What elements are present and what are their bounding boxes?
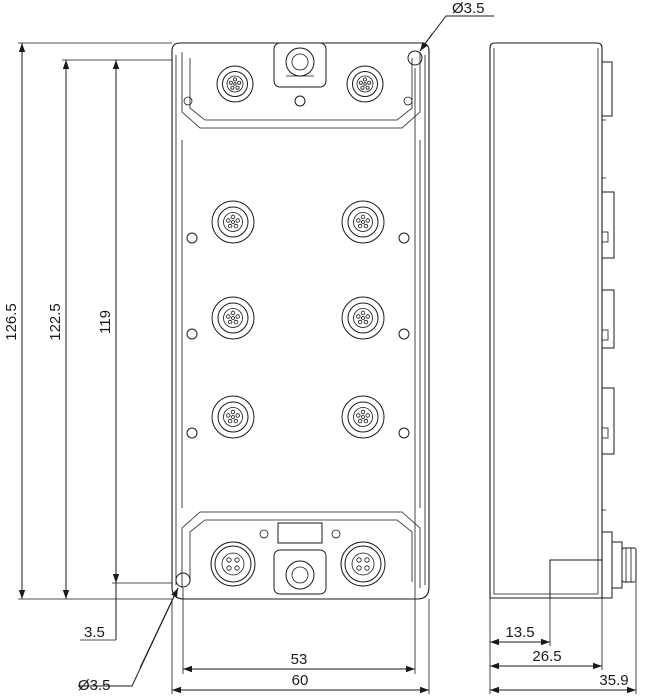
dim-width-overall: 60 <box>292 672 309 689</box>
dim-side-depth: 35.9 <box>599 672 628 689</box>
dimension-lines <box>18 15 637 694</box>
dim-width-holes: 53 <box>291 651 308 668</box>
dim-offset-bottom: 3.5 <box>84 624 105 641</box>
side-view <box>489 42 637 599</box>
dim-height-mid: 122.5 <box>47 303 64 341</box>
front-view <box>171 42 430 600</box>
mount-hole-bottom <box>175 572 191 588</box>
dim-hole-bottom: Ø3.5 <box>78 677 111 694</box>
dim-height-inner: 119 <box>97 310 114 334</box>
dim-hole-top: Ø3.5 <box>452 0 485 17</box>
mount-hole-top <box>407 50 423 66</box>
dim-side-connector: 13.5 <box>505 624 534 641</box>
dim-height-overall: 126.5 <box>3 303 20 341</box>
dim-side-body: 26.5 <box>532 648 561 665</box>
